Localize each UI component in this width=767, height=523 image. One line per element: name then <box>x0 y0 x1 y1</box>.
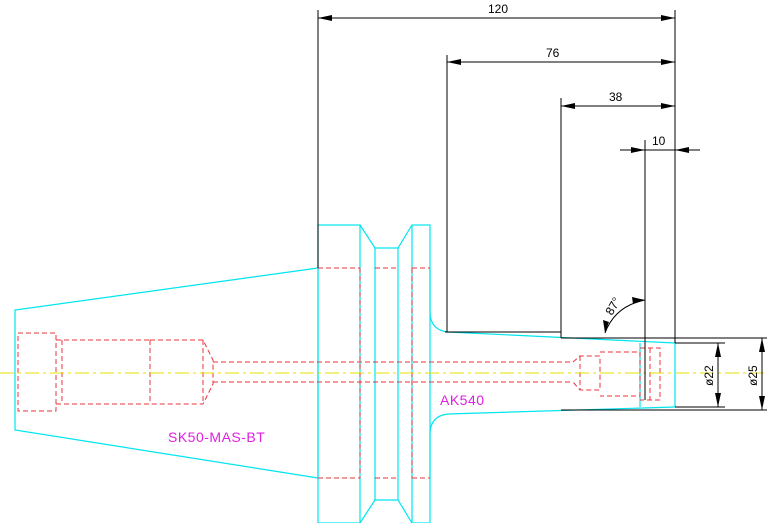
dim-body-length: 38 <box>609 90 623 104</box>
dim-overall-length: 120 <box>488 2 508 16</box>
dim-taper-length: 76 <box>546 46 560 60</box>
dim-tip-length: 10 <box>652 134 666 148</box>
hidden-features <box>17 267 661 479</box>
dim-outer-diameter: ø25 <box>746 365 760 386</box>
dim-inner-diameter: ø22 <box>702 365 716 386</box>
adapter-name-label: AK540 <box>440 392 485 408</box>
dim-angle: 87° <box>602 295 623 318</box>
dimension-lines <box>317 10 767 411</box>
holder-name-label: SK50-MAS-BT <box>168 429 265 445</box>
